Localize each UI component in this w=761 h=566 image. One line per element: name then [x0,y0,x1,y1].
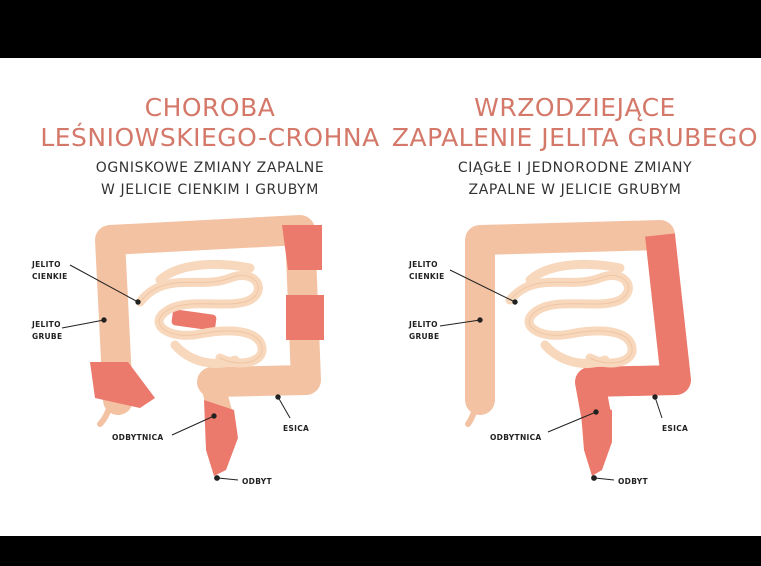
left-label-small-intestine-1: JELITO [31,260,61,269]
right-title: WRZODZIEJĄCE ZAPALENIE JELITA GRUBEGO [390,93,760,153]
right-label-rectum: ODBYTNICA [490,433,542,442]
left-label-rectum: ODBYTNICA [112,433,164,442]
left-inflamed-descending [286,295,324,340]
right-leaders [439,269,663,481]
left-label-sigmoid: ESICA [283,424,309,433]
left-title: CHOROBA LEŚNIOWSKIEGO-CROHNA [20,93,400,153]
left-inflamed-hepatic [282,225,322,270]
right-inflamed-rectum [580,400,612,476]
right-large-intestine-inflamed [575,233,691,418]
left-subtitle: OGNISKOWE ZMIANY ZAPALNE W JELICIE CIENK… [20,157,400,201]
right-title-line2: ZAPALENIE JELITA GRUBEGO [391,123,759,152]
right-appendix [465,395,481,427]
left-inflamed-small-intestine [171,309,217,331]
left-inflamed-cecum [90,362,155,408]
left-title-line1: CHOROBA [144,93,276,122]
right-label-small-intestine-2: CIENKIE [409,272,445,281]
right-label-large-intestine-1: JELITO [408,320,438,329]
right-label-sigmoid: ESICA [662,424,688,433]
right-label-small-intestine-1: JELITO [408,260,438,269]
left-leaders [61,264,291,481]
right-subtitle-line1: CIĄGŁE I JEDNORODNE ZMIANY [457,160,693,176]
left-subtitle-line2: W JELICIE CIENKIM I GRUBYM [101,182,319,198]
left-title-line2: LEŚNIOWSKIEGO-CROHNA [40,123,380,152]
right-label-large-intestine-2: GRUBE [409,332,439,341]
right-subtitle-line2: ZAPALNE W JELICIE GRUBYM [468,182,682,198]
right-label-anus: ODBYT [618,477,649,486]
left-diagram: JELITO CIENKIE JELITO GRUBE ODBYTNICA ES… [31,215,324,486]
left-label-small-intestine-2: CIENKIE [32,272,68,281]
left-label-large-intestine-1: JELITO [31,320,61,329]
right-diagram: JELITO CIENKIE JELITO GRUBE ODBYTNICA ES… [408,220,691,486]
left-label-large-intestine-2: GRUBE [32,332,62,341]
right-title-line1: WRZODZIEJĄCE [474,93,676,122]
left-inflamed-rectum [204,400,238,476]
right-subtitle: CIĄGŁE I JEDNORODNE ZMIANY ZAPALNE W JEL… [390,157,760,201]
left-subtitle-line1: OGNISKOWE ZMIANY ZAPALNE [95,160,325,176]
left-label-anus: ODBYT [242,477,273,486]
right-large-intestine-healthy [465,220,675,415]
right-small-intestine [505,259,637,368]
